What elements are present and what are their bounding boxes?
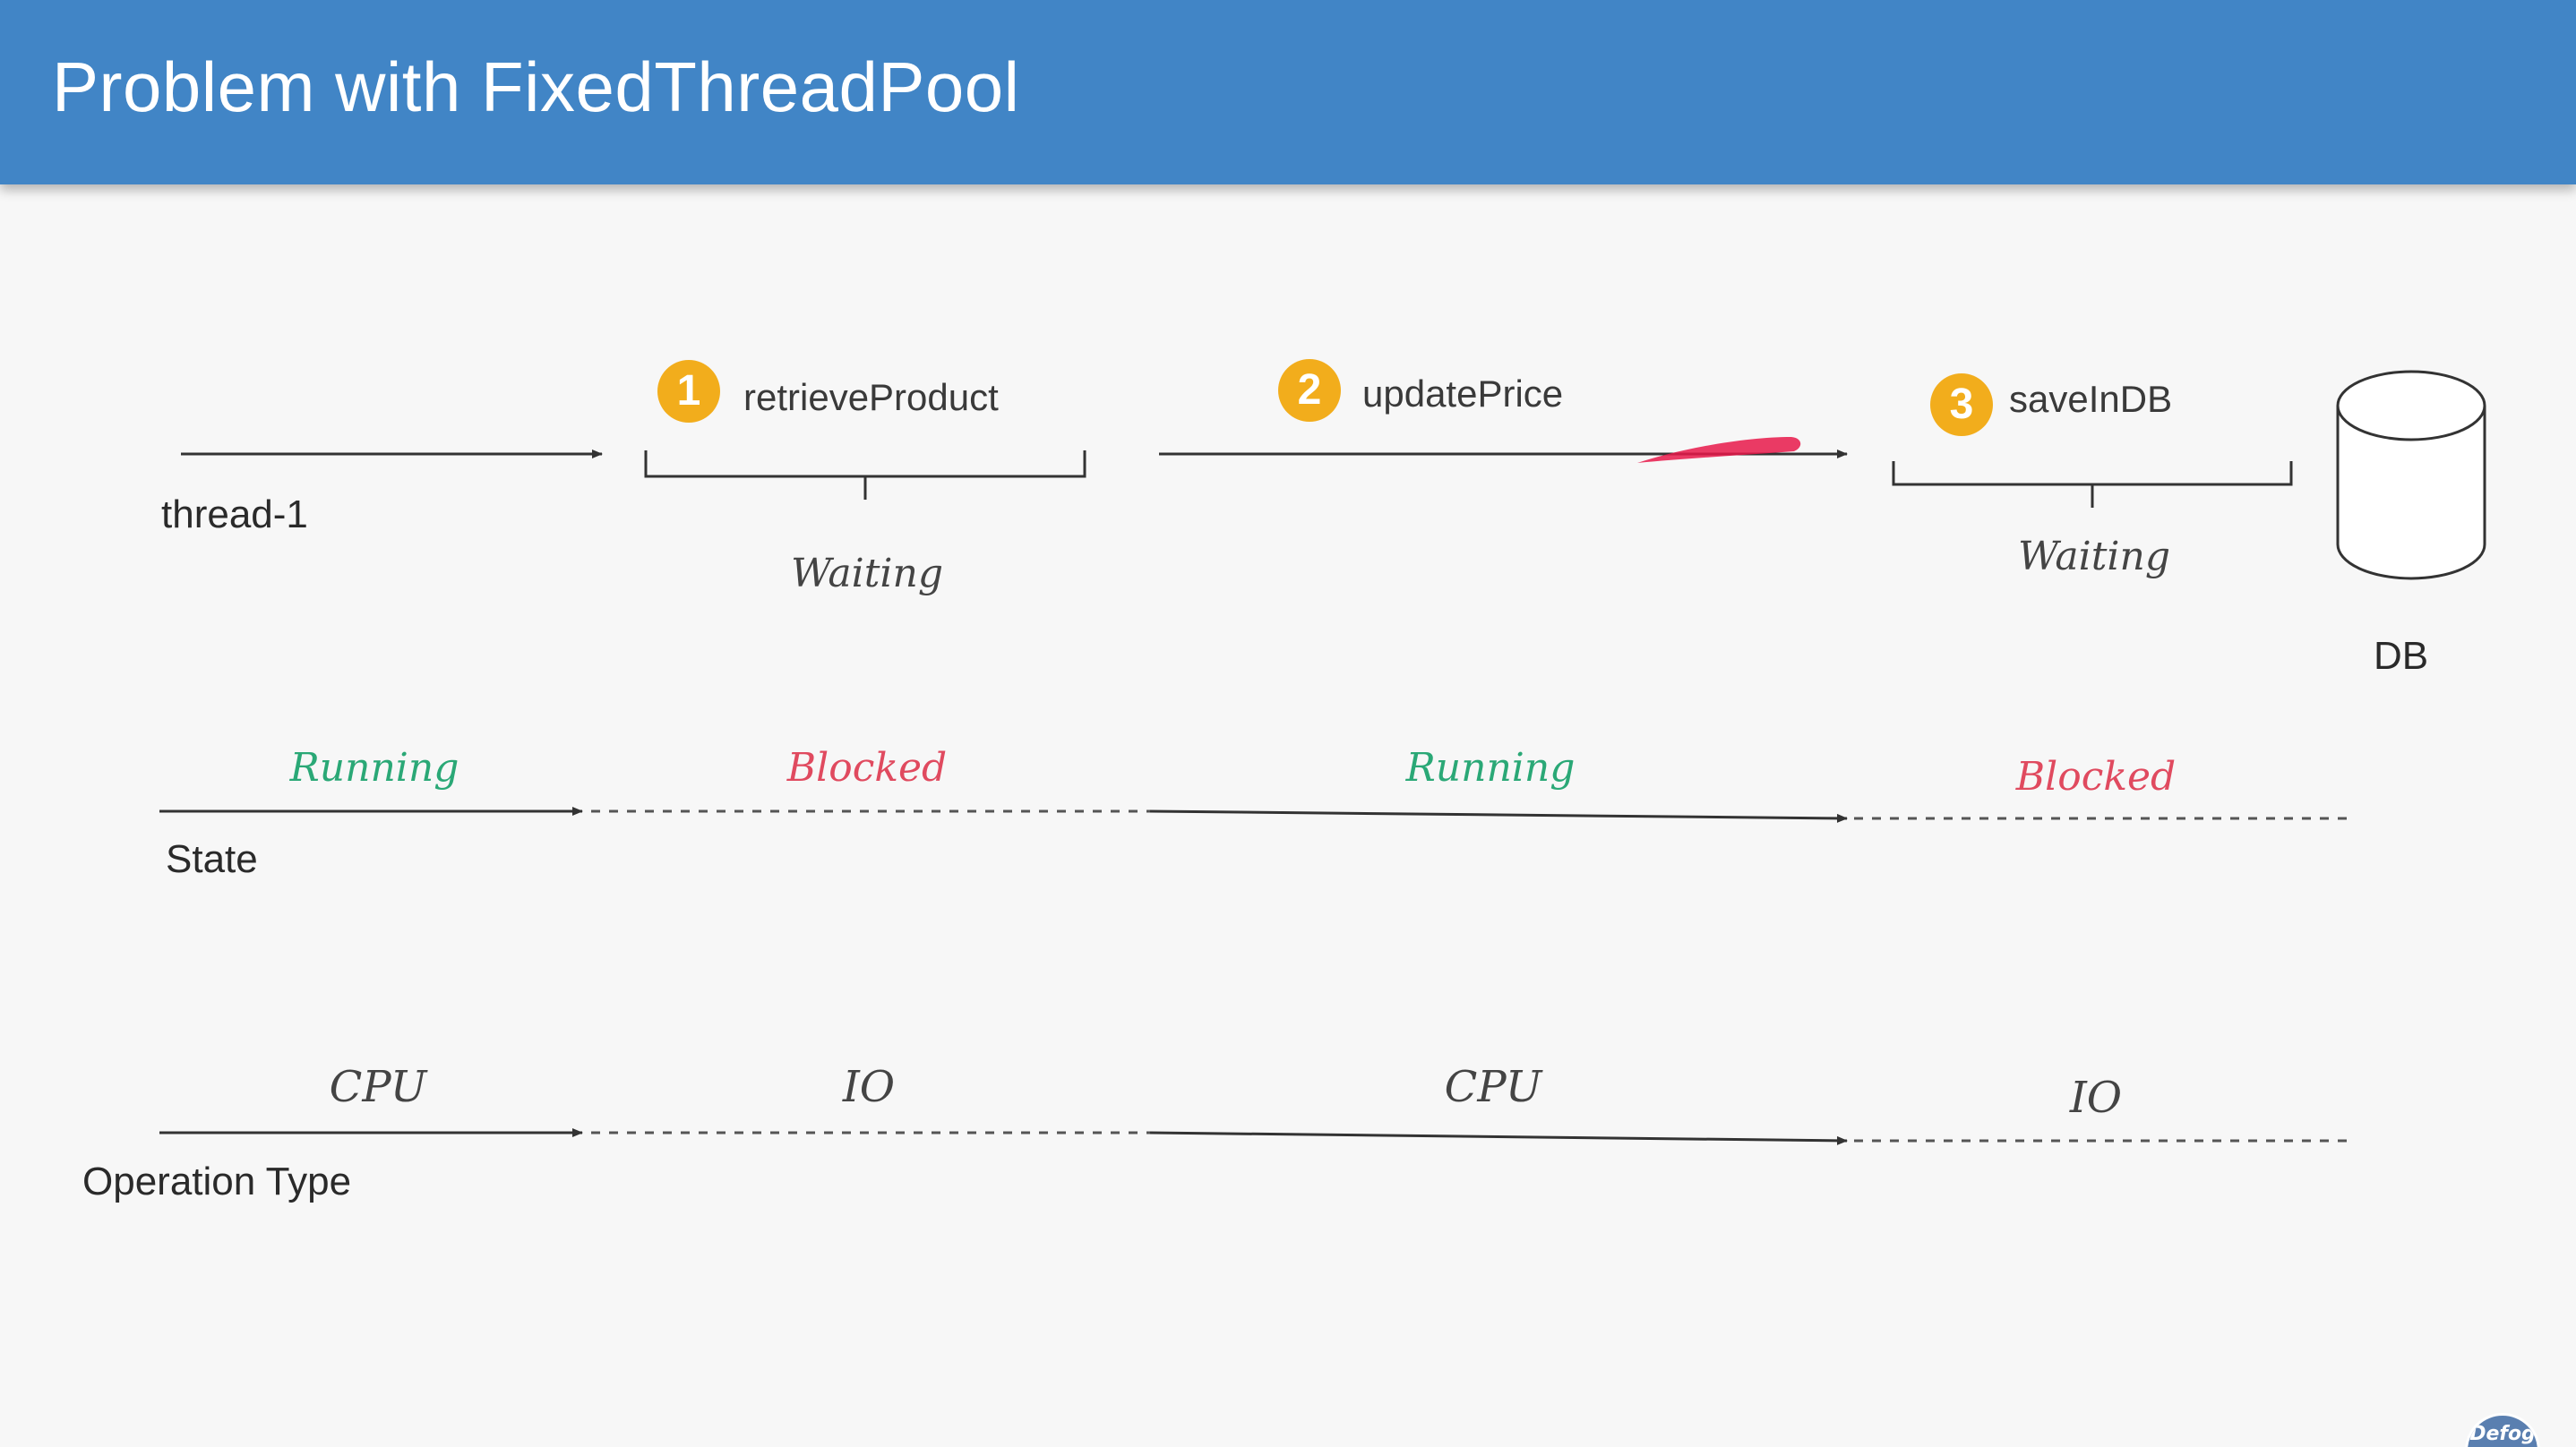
database-icon xyxy=(2336,370,2486,580)
state-blocked-2: Blocked xyxy=(2015,754,2177,800)
step-3-badge: 3 xyxy=(1930,373,1993,436)
state-running-1: Running xyxy=(289,745,459,791)
step-1-waiting: Waiting xyxy=(791,551,943,596)
db-label: DB xyxy=(2374,634,2429,678)
op-io-1: IO xyxy=(842,1062,896,1112)
op-io-2: IO xyxy=(2069,1073,2123,1123)
highlight-stroke xyxy=(1637,437,1801,463)
state-label: State xyxy=(166,837,258,881)
step-3-waiting: Waiting xyxy=(2018,534,2170,579)
step-2-name: updatePrice xyxy=(1362,372,1564,415)
logo-text: Defog xyxy=(2469,1423,2536,1445)
op-cpu-2: CPU xyxy=(1444,1062,1542,1112)
thread-label: thread-1 xyxy=(161,492,308,536)
step-1-badge: 1 xyxy=(657,360,720,423)
op-cpu-1: CPU xyxy=(329,1062,427,1112)
state-line-running-2 xyxy=(1149,809,1848,823)
step-3-name: saveInDB xyxy=(2009,378,2173,420)
op-line-cpu-2 xyxy=(1149,1131,1848,1145)
slide-header: Problem with FixedThreadPool xyxy=(0,0,2576,184)
slide-title: Problem with FixedThreadPool xyxy=(52,47,1020,126)
step-2-badge: 2 xyxy=(1278,359,1341,422)
step-1-name: retrieveProduct xyxy=(743,376,999,418)
wait-bracket-retrieve xyxy=(644,450,1086,500)
operation-type-label: Operation Type xyxy=(82,1160,352,1203)
state-running-2: Running xyxy=(1405,745,1576,791)
state-blocked-1: Blocked xyxy=(786,745,948,791)
wait-bracket-save xyxy=(1892,461,2293,508)
